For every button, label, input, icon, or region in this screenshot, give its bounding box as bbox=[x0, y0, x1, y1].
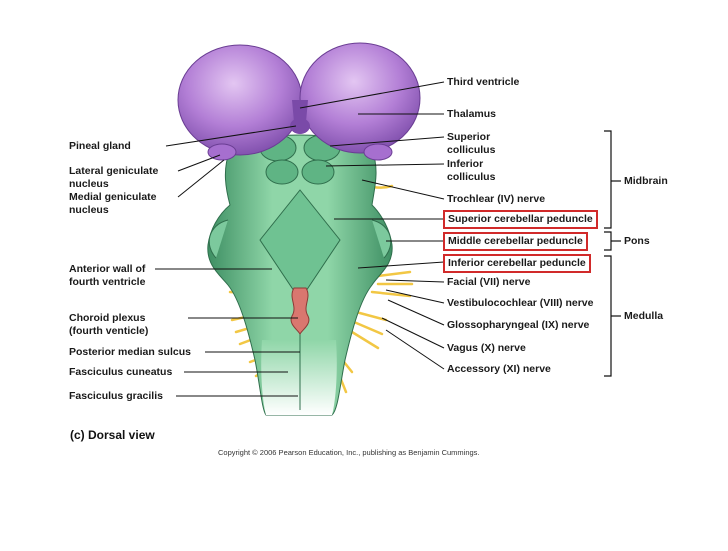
label-trochlear-nerve: Trochlear (IV) nerve bbox=[447, 193, 546, 205]
region-label-midbrain: Midbrain bbox=[624, 175, 668, 187]
label-lateral-geniculate: Lateral geniculate bbox=[69, 165, 159, 177]
label-facial-nerve: Facial (VII) nerve bbox=[447, 276, 531, 288]
label-pineal-gland: Pineal gland bbox=[69, 140, 131, 152]
label-anterior-wall-2: fourth ventricle bbox=[69, 276, 146, 288]
label-inferior-colliculus-2: colliculus bbox=[447, 171, 496, 183]
label-accessory-nerve: Accessory (XI) nerve bbox=[447, 363, 551, 375]
third-ventricle bbox=[292, 100, 308, 122]
label-inferior-cerebellar-peduncle: Inferior cerebellar peduncle bbox=[443, 254, 591, 273]
label-vestibulocochlear-nerve: Vestibulocochlear (VIII) nerve bbox=[447, 297, 594, 309]
label-choroid-plexus-2: (fourth venticle) bbox=[69, 325, 149, 337]
label-medial-geniculate-2: nucleus bbox=[69, 204, 109, 216]
label-fasciculus-cuneatus: Fasciculus cuneatus bbox=[69, 366, 173, 378]
label-middle-cerebellar-peduncle: Middle cerebellar peduncle bbox=[443, 232, 588, 251]
label-superior-colliculus: Superior bbox=[447, 131, 491, 143]
label-posterior-median-sulcus: Posterior median sulcus bbox=[69, 346, 191, 358]
label-fasciculus-gracilis: Fasciculus gracilis bbox=[69, 390, 163, 402]
label-superior-colliculus-2: colliculus bbox=[447, 144, 496, 156]
label-anterior-wall: Anterior wall of bbox=[69, 263, 146, 275]
label-inferior-colliculus: Inferior bbox=[447, 158, 484, 170]
label-thalamus: Thalamus bbox=[447, 108, 497, 120]
copyright-notice: Copyright © 2006 Pearson Education, Inc.… bbox=[218, 448, 480, 457]
region-label-pons: Pons bbox=[624, 235, 650, 247]
label-lateral-geniculate-2: nucleus bbox=[69, 178, 109, 190]
label-superior-cerebellar-peduncle: Superior cerebellar peduncle bbox=[443, 210, 598, 229]
region-label-medulla: Medulla bbox=[624, 310, 664, 322]
brainstem bbox=[207, 134, 393, 416]
label-glossopharyngeal-nerve: Glossopharyngeal (IX) nerve bbox=[447, 319, 590, 331]
view-caption: (c) Dorsal view bbox=[70, 428, 155, 442]
label-choroid-plexus: Choroid plexus bbox=[69, 312, 146, 324]
label-medial-geniculate: Medial geniculate bbox=[69, 191, 157, 203]
leader-lines bbox=[155, 81, 445, 397]
pineal-gland bbox=[290, 118, 310, 134]
label-third-ventricle: Third ventricle bbox=[447, 76, 520, 88]
choroid-plexus bbox=[290, 287, 310, 336]
region-brackets bbox=[604, 130, 621, 377]
label-vagus-nerve: Vagus (X) nerve bbox=[447, 342, 526, 354]
